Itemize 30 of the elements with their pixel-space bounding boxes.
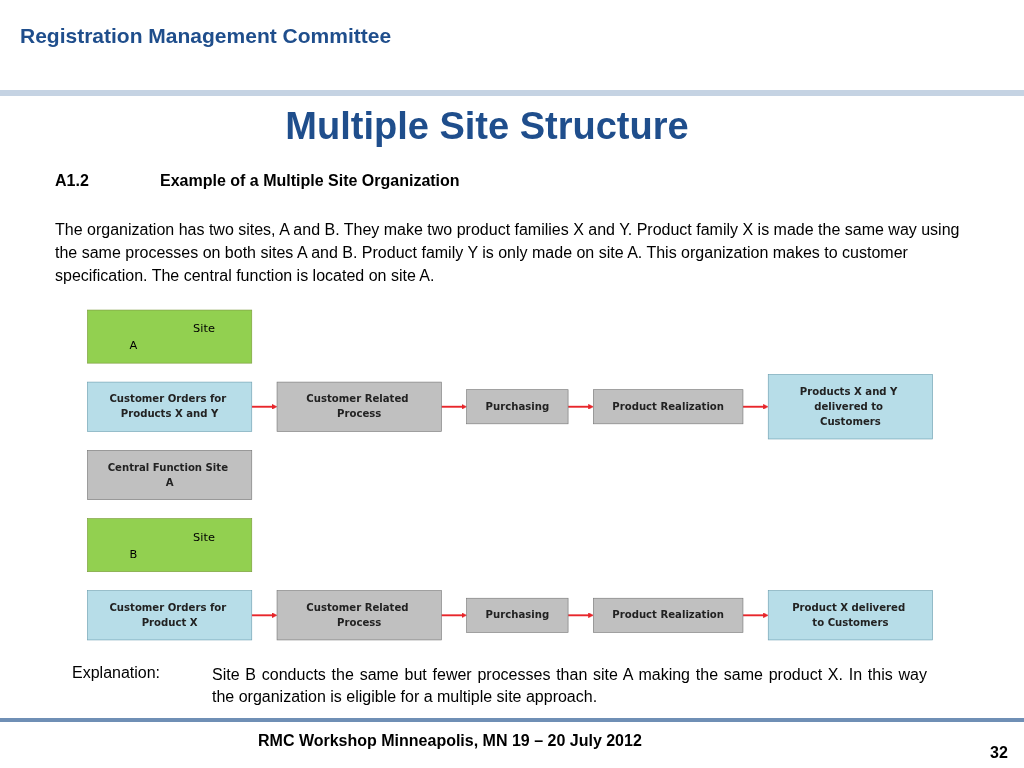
header-text: Registration Management Committee: [20, 24, 392, 48]
node-box: Customer Related Process: [276, 381, 442, 432]
arrow: [250, 612, 278, 619]
arrow: [250, 403, 278, 410]
section-number: A1.2: [55, 172, 89, 190]
description-paragraph: The organization has two sites, A and B. They make two product families X and Y. Product family X is made the same way using the same processes on both sites A and B. Product family Y is only made on site A. This organization makes to customer specification. The central function is located on site A.: [55, 220, 961, 286]
node-box: Purchasing: [466, 389, 569, 425]
section-heading: Example of a Multiple Site Organization: [160, 172, 460, 190]
arrow: [567, 612, 594, 619]
arrow: [742, 403, 769, 410]
arrow: [742, 612, 769, 619]
node-box: Purchasing: [466, 597, 569, 633]
node-box: Customer Orders for Products X and Y: [87, 381, 253, 432]
arrow: [440, 612, 467, 619]
node-box: Product X delivered to Customers: [767, 590, 933, 641]
node-box: Customer Orders for Product X: [87, 590, 253, 641]
arrow: [440, 403, 467, 410]
node-box: Site A: [87, 309, 253, 364]
arrow: [567, 403, 594, 410]
node-box: Central Function Site A: [87, 450, 253, 500]
node-box: Site B: [87, 518, 253, 572]
node-box: Product Realization: [593, 389, 744, 425]
node-box: Product Realization: [593, 597, 744, 633]
node-box: Products X and Y delivered to Customers: [767, 374, 933, 440]
node-box: Customer Related Process: [276, 590, 442, 641]
explanation-label: Explanation:: [72, 664, 161, 682]
explanation-text: Site B conducts the same but fewer processes than site A making the same product X. In this way the organization is eligible for a multiple site approach.: [212, 665, 927, 707]
footer-text: RMC Workshop Minneapolis, MN 19 – 20 July 2012: [258, 732, 642, 750]
page-number: 32: [990, 744, 1008, 762]
slide-title: Multiple Site Structure: [284, 105, 690, 148]
